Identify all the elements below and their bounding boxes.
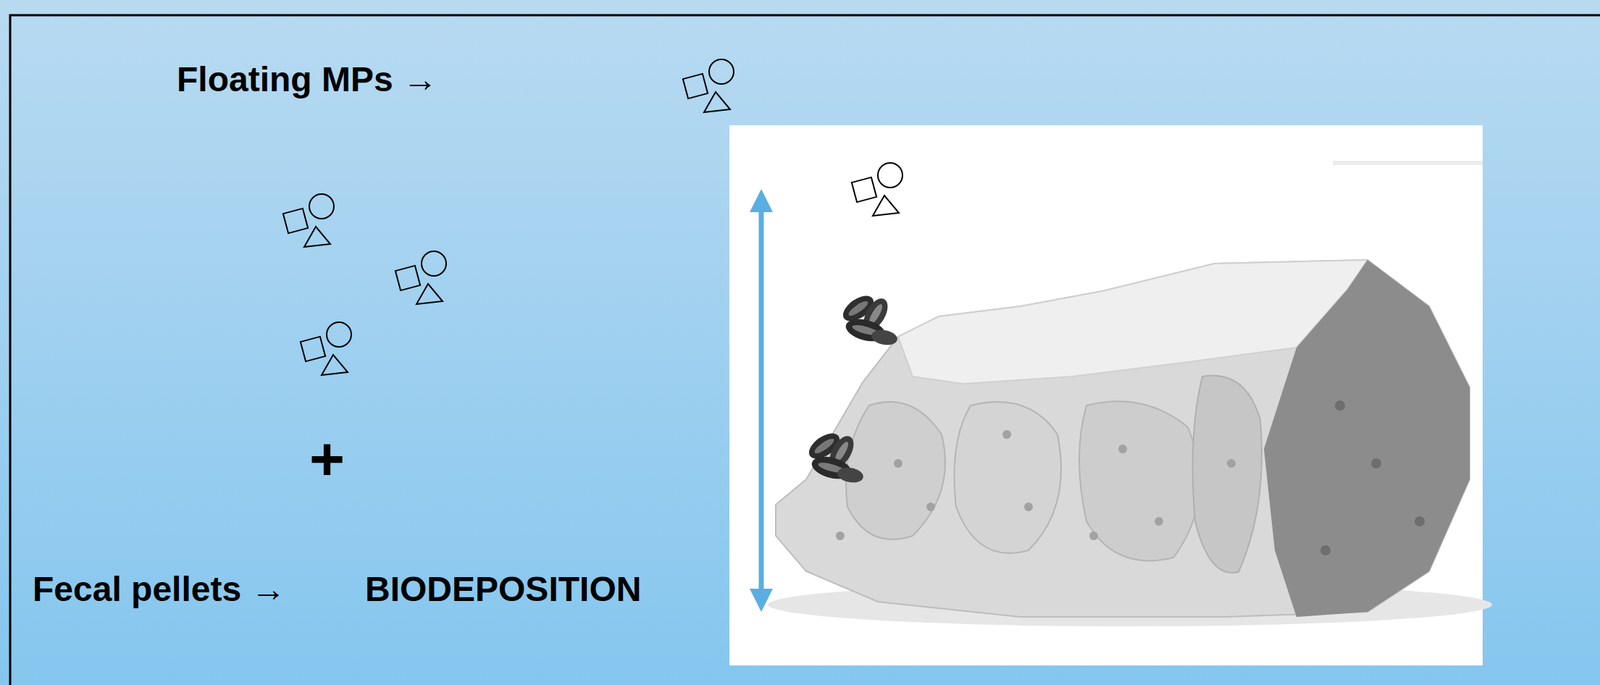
rock-facet [1192,375,1262,573]
microplastic-symbol [300,322,352,376]
rock-shadow-side [1263,260,1470,618]
frame-border [10,15,1600,685]
faint-line [1332,160,1483,166]
biodeposition-label: BIODEPOSITION [365,572,642,607]
depth-arrow-head [749,189,773,213]
depth-arrow-head [749,588,773,613]
microplastic-symbol [283,194,334,247]
plus-sign: + [309,428,345,490]
rock-facet [954,401,1062,554]
rock-facet [1079,401,1200,561]
image-panel [729,125,1483,666]
mussel-cluster [804,428,865,485]
microplastic-symbol [683,59,734,113]
microplastic-symbol [851,162,903,216]
fecal-pellets-label: Fecal pellets → [32,572,286,607]
rock-facet [845,401,946,540]
rock-dots [835,430,1236,541]
floating-mps-label: Floating MPs → [176,62,438,98]
depth-arrow-line [759,206,765,594]
mussel-cluster [838,291,899,347]
microplastic-symbol [395,251,447,305]
rock-dark-dots [1320,400,1425,556]
rock-body [775,260,1470,618]
